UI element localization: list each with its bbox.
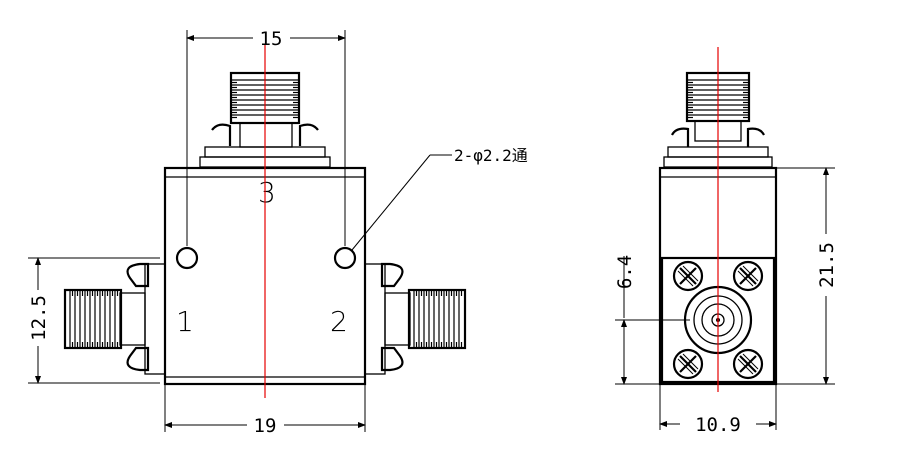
dim-side-offset-text: 6.4 [614, 255, 636, 289]
flange-screws [672, 260, 764, 380]
dimension-hole-spacing: 15 [186, 28, 346, 246]
dimension-side-height: 21.5 [776, 167, 838, 385]
dimension-port-offset: 12.5 [28, 257, 160, 384]
mounting-hole-right [333, 246, 357, 270]
cross-slot-icon [677, 353, 699, 375]
dimension-body-width: 19 [164, 384, 366, 437]
dim-hole-spacing-text: 15 [260, 28, 283, 50]
right-connector [364, 262, 467, 375]
cross-slot-icon [737, 265, 759, 287]
hole-callout: 2-φ2.2通 [351, 146, 528, 251]
left-connector [63, 262, 166, 375]
cross-slot-icon [677, 265, 699, 287]
side-view: 21.5 6.4 10.9 [614, 47, 838, 436]
front-view: 3 1 2 15 19 12.5 [28, 28, 528, 437]
dim-side-height-text: 21.5 [816, 242, 838, 288]
port-3-label: 3 [258, 176, 276, 209]
screw-head [672, 260, 704, 292]
port-2-label: 2 [330, 305, 348, 338]
screw-head [672, 348, 704, 380]
hole-note-text: 2-φ2.2通 [454, 146, 528, 165]
cross-slot-icon [737, 353, 759, 375]
side-top-connector [663, 71, 773, 168]
dim-body-width-text: 19 [254, 415, 277, 437]
dimension-side-width: 10.9 [659, 384, 777, 436]
dimension-side-offset: 6.4 [614, 255, 690, 385]
dim-side-width-text: 10.9 [695, 414, 741, 436]
screw-head [732, 348, 764, 380]
dim-port-offset-text: 12.5 [28, 295, 50, 341]
port-1-label: 1 [176, 305, 194, 338]
mounting-hole-left [175, 246, 199, 270]
screw-head [732, 260, 764, 292]
